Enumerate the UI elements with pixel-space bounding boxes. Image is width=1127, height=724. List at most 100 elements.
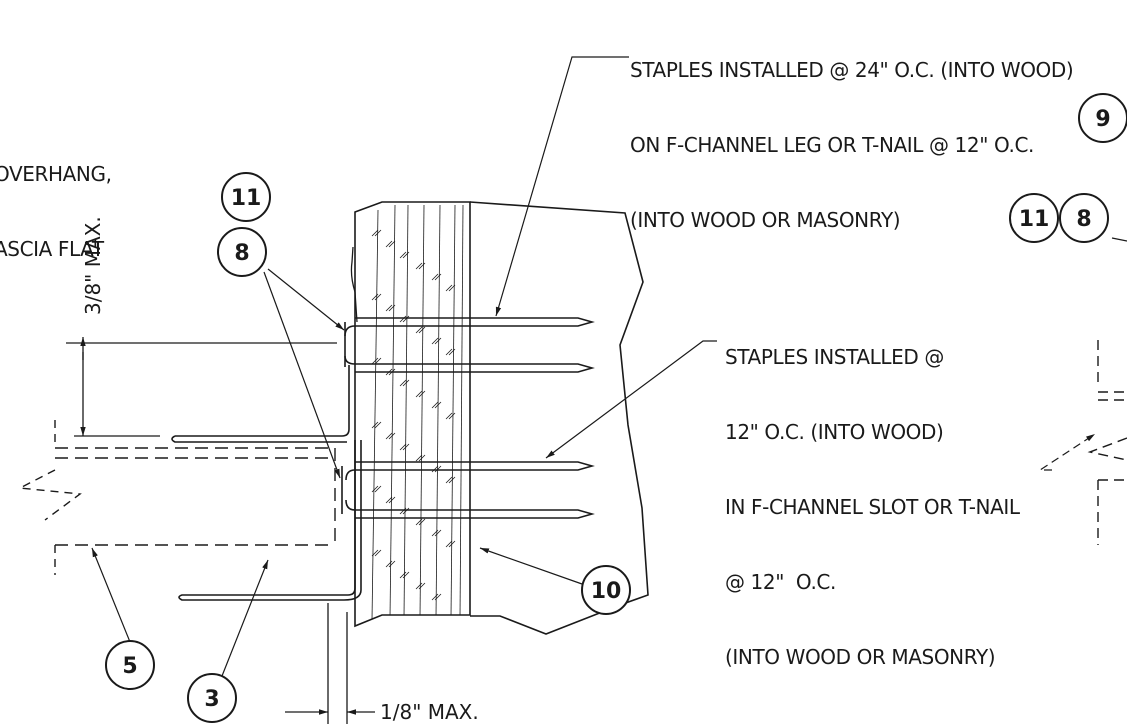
- wood-grain-tick: [418, 518, 426, 526]
- wood-grain-tick: [374, 549, 382, 557]
- wood-grain-tick: [371, 293, 379, 301]
- wood-grain-tick: [431, 401, 439, 409]
- wood-grain-tick: [431, 465, 439, 473]
- note-overhang: OVERHANG, ASCIA FLAT: [0, 112, 112, 287]
- partial-detail-right: [1087, 340, 1127, 545]
- flashing-strip: [350, 246, 358, 323]
- wood-grain-tick: [402, 315, 410, 323]
- wood-grain-tick: [399, 315, 407, 323]
- wood-grain-tick: [402, 507, 410, 515]
- wood-grain-tick: [448, 476, 456, 484]
- wood-grain-tick: [445, 348, 453, 356]
- note-line: STAPLES INSTALLED @: [725, 345, 944, 369]
- wood-grain-tick: [434, 337, 442, 345]
- wood-grain-tick: [385, 496, 393, 504]
- wood-grain-tick: [399, 443, 407, 451]
- wood-grain-tick: [434, 273, 442, 281]
- staple-top: [344, 317, 595, 373]
- callout-number: 11: [1019, 207, 1050, 232]
- wood-grain-tick: [431, 529, 439, 537]
- wood-grain-tick: [445, 476, 453, 484]
- wood-grain-tick: [374, 485, 382, 493]
- callout-5: 5: [105, 640, 155, 690]
- wood-grain-tick: [448, 540, 456, 548]
- wood-grain-tick: [415, 454, 423, 462]
- wood-grain-tick: [402, 251, 410, 259]
- callout-number: 5: [122, 654, 137, 679]
- wood-grain-tick: [374, 229, 382, 237]
- wood-grain-tick: [388, 560, 396, 568]
- wood-grain-tick: [371, 229, 379, 237]
- callout-number: 8: [1076, 207, 1091, 232]
- wood-grain-tick: [371, 485, 379, 493]
- callout-3: 3: [187, 673, 237, 723]
- wood-grain-tick: [402, 571, 410, 579]
- callout-8-left: 8: [217, 227, 267, 277]
- wood-grain-tick: [445, 284, 453, 292]
- leaders: [91, 56, 1127, 677]
- wood-grain-tick: [402, 443, 410, 451]
- callout-10: 10: [581, 565, 631, 615]
- wood-grain-tick: [385, 560, 393, 568]
- wood-grain-tick: [445, 412, 453, 420]
- staple-bottom: [341, 461, 595, 519]
- note-line: ASCIA FLAT: [0, 237, 104, 261]
- note-staples-24-oc: STAPLES INSTALLED @ 24" O.C. (INTO WOOD)…: [630, 8, 1074, 258]
- wood-grain-tick: [445, 540, 453, 548]
- wood-grain-tick: [385, 240, 393, 248]
- wood-grain-tick: [399, 571, 407, 579]
- callout-number: 3: [204, 687, 219, 712]
- wood-grain-tick: [418, 582, 426, 590]
- wood-grain-tick: [415, 582, 423, 590]
- f-channel: [171, 365, 362, 601]
- wood-grain-tick: [399, 251, 407, 259]
- wood-grain-tick: [448, 412, 456, 420]
- wood-grain-tick: [418, 262, 426, 270]
- wood-grain-tick: [415, 390, 423, 398]
- wood-grain-tick: [434, 593, 442, 601]
- wood-grain-tick: [385, 432, 393, 440]
- wood-fascia-board: [354, 201, 471, 628]
- wood-grain-tick: [434, 401, 442, 409]
- wood-grain-tick: [448, 348, 456, 356]
- dimension-vertical-label: 3/8" MAX.: [81, 216, 105, 315]
- note-staples-12-oc: STAPLES INSTALLED @ 12" O.C. (INTO WOOD)…: [725, 295, 1020, 695]
- wood-grain-tick: [418, 390, 426, 398]
- callout-8-right: 8: [1059, 193, 1109, 243]
- wood-grain-ticks: [371, 229, 456, 601]
- callout-11-left: 11: [221, 172, 271, 222]
- wall-backing: [469, 201, 649, 635]
- wood-grain-tick: [399, 379, 407, 387]
- callout-number: 8: [234, 241, 249, 266]
- note-line: STAPLES INSTALLED @ 24" O.C. (INTO WOOD): [630, 58, 1074, 82]
- wood-grain-tick: [431, 593, 439, 601]
- wood-grain-tick: [434, 529, 442, 537]
- wood-grain-tick: [418, 454, 426, 462]
- dimension-vertical: [66, 337, 337, 437]
- wood-grain-tick: [388, 304, 396, 312]
- soffit-panel: [54, 420, 336, 575]
- callout-number: 10: [591, 579, 622, 604]
- note-line: OVERHANG,: [0, 162, 112, 186]
- wood-grain-tick: [388, 432, 396, 440]
- note-line: (INTO WOOD OR MASONRY): [725, 645, 996, 669]
- break-line-left: [17, 469, 82, 521]
- note-line: ON F-CHANNEL LEG OR T-NAIL @ 12" O.C.: [630, 133, 1034, 157]
- wood-grain-tick: [448, 284, 456, 292]
- wood-grain-tick: [371, 357, 379, 365]
- wood-grain-tick: [434, 465, 442, 473]
- dimension-horizontal-label: 1/8" MAX.: [380, 700, 479, 724]
- wood-grain-tick: [418, 326, 426, 334]
- wood-grain-tick: [431, 337, 439, 345]
- callout-11-right: 11: [1009, 193, 1059, 243]
- wood-grain-tick: [374, 421, 382, 429]
- wood-grain-tick: [388, 496, 396, 504]
- wood-grain-tick: [415, 518, 423, 526]
- wood-grain-tick: [374, 293, 382, 301]
- wood-grain-tick: [402, 379, 410, 387]
- note-line: IN F-CHANNEL SLOT OR T-NAIL: [725, 495, 1020, 519]
- wood-grain-tick: [415, 326, 423, 334]
- wood-grain-tick: [431, 273, 439, 281]
- wood-grain-tick: [374, 357, 382, 365]
- wood-grain-tick: [415, 262, 423, 270]
